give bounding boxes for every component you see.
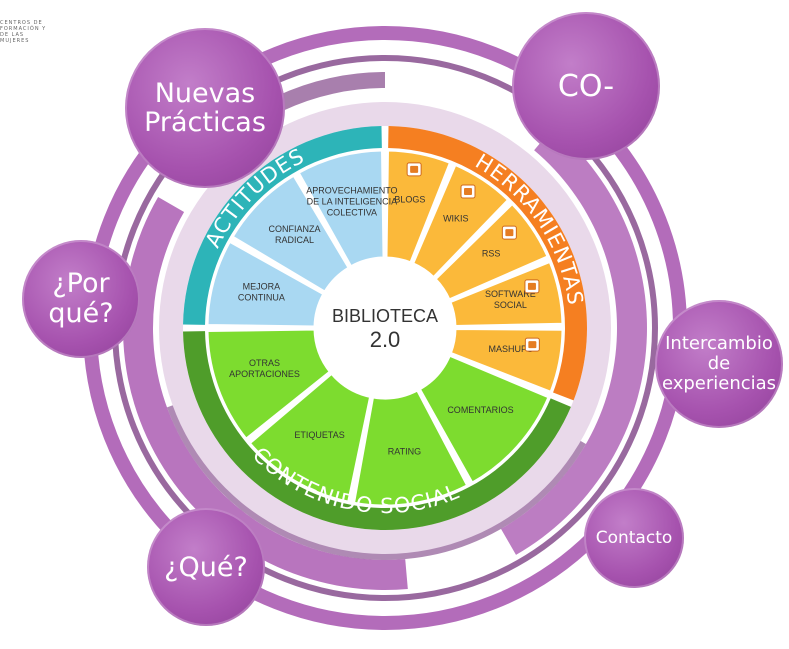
contenido-arc [183, 331, 571, 530]
contenido-segment-label: COMENTARIOS [447, 405, 513, 415]
wiki-icon [460, 184, 476, 199]
actitudes-segment [230, 173, 352, 295]
nuevas-practicas-bubble[interactable]: Nuevas Prácticas [125, 28, 285, 188]
co-bubble[interactable]: CO- [512, 12, 660, 160]
actitudes-segment [205, 239, 326, 329]
center-circle [327, 270, 443, 386]
herramientas-segment-label: WIKIS [443, 213, 469, 223]
herramientas-segment [410, 162, 511, 280]
herramientas-segment [432, 201, 551, 302]
mashups-icon [524, 337, 540, 352]
contacto-bubble[interactable]: Contacto [584, 488, 684, 588]
herramientas-segment-label: BLOGS [394, 194, 425, 204]
center-title: BIBLIOTECA [332, 306, 438, 326]
intercambio-experiencias-bubble[interactable]: Intercambio de experiencias [655, 300, 783, 428]
herramientas-segment-label: RSS [482, 248, 501, 258]
contenido-segment-label: RATING [388, 447, 421, 457]
contenido-segment [351, 387, 470, 508]
herramientas-segment [384, 148, 453, 265]
contenido-segment-label: ETIQUETAS [294, 430, 344, 440]
contenido-segment [247, 371, 373, 505]
category-arcs [183, 126, 587, 530]
contenido-segment [417, 353, 552, 486]
por-que-bubble[interactable]: ¿Por qué? [22, 240, 140, 358]
actitudes-segment [296, 148, 386, 269]
center-version: 2.0 [370, 327, 401, 352]
herramientas-arc [388, 126, 587, 401]
que-bubble[interactable]: ¿Qué? [147, 508, 265, 626]
social-software-icon [524, 279, 540, 294]
actitudes-arc [183, 126, 382, 325]
blogger-icon [406, 162, 422, 177]
outer-ring-segment [501, 127, 648, 555]
herramientas-segment-label: MASHUPS [488, 344, 533, 354]
contenido-segment [205, 327, 333, 442]
rss-icon [501, 225, 517, 240]
center-hub: BIBLIOTECA 2.0 [327, 270, 443, 386]
herramientas-segment [447, 259, 565, 329]
logo: CENTROS DE FORMACIÓN Y DE LAS MUJERES [0, 20, 47, 44]
outer-ring-segment [123, 197, 408, 590]
